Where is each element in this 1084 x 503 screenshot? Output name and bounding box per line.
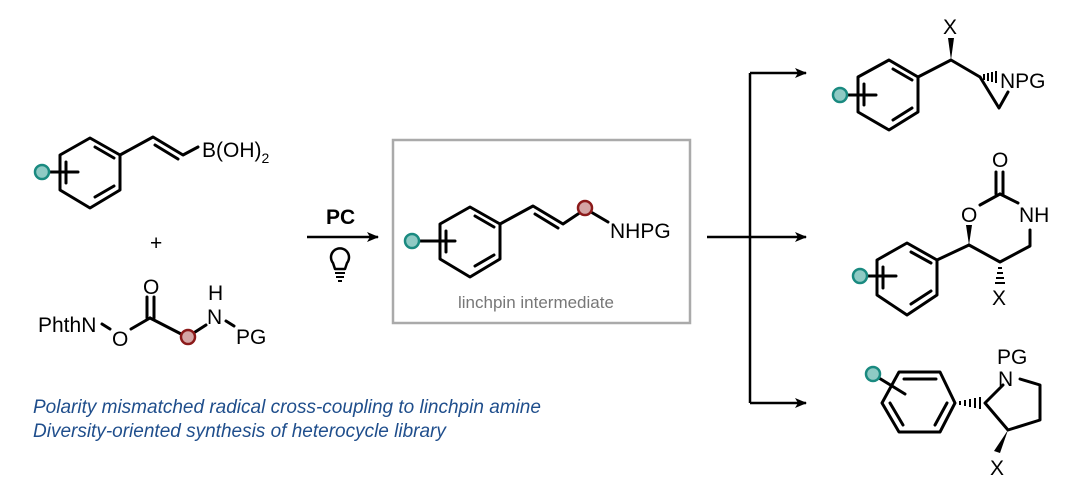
boronic-subscript: 2 xyxy=(262,150,270,166)
linchpin-intermediate: NHPG linchpin intermediate xyxy=(391,138,692,325)
reaction-arrow: PC xyxy=(307,206,379,282)
substituent-dot xyxy=(864,365,882,383)
oxazinanone-product: O O NH X xyxy=(851,149,1049,317)
pyrrolidine-product: N PG X xyxy=(864,346,1042,480)
nh-label: NH xyxy=(1019,204,1049,227)
pg-label: PG xyxy=(236,326,266,349)
radical-site-dot xyxy=(576,199,594,217)
ring-o-label: O xyxy=(961,204,977,227)
x-label: X xyxy=(990,457,1004,480)
plus-sign: + xyxy=(150,232,162,255)
aziridine-product: X NPG xyxy=(831,16,1046,132)
svg-text:B(OH)2: B(OH)2 xyxy=(202,139,270,166)
phthn-label: PhthN xyxy=(38,314,96,337)
substituent-dot xyxy=(403,232,421,250)
pg-label: PG xyxy=(997,346,1027,369)
photocatalyst-label: PC xyxy=(326,206,355,229)
boronic-acid-label: B(OH) xyxy=(202,139,262,162)
nh-n-label: N xyxy=(207,306,222,329)
x-label: X xyxy=(943,16,957,39)
nh-h-label: H xyxy=(208,282,223,305)
caption-line-1: Polarity mismatched radical cross-coupli… xyxy=(33,397,541,418)
radical-site-dot xyxy=(179,328,197,346)
lightbulb-icon xyxy=(329,247,351,282)
substituent-dot xyxy=(851,267,869,285)
npg-label: NPG xyxy=(1000,70,1046,93)
x-label: X xyxy=(992,287,1006,310)
redox-active-ester: PhthN O O H N PG xyxy=(38,276,266,351)
ester-o-label: O xyxy=(112,328,128,351)
carbonyl-o-label: O xyxy=(992,149,1008,172)
substituent-dot xyxy=(831,86,849,104)
n-label: N xyxy=(998,368,1013,391)
caption-line-2: Diversity-oriented synthesis of heterocy… xyxy=(33,421,447,442)
intermediate-caption: linchpin intermediate xyxy=(458,293,614,312)
styrylboronic-acid: B(OH)2 xyxy=(33,135,270,210)
nhpg-label: NHPG xyxy=(610,220,671,243)
branching-arrows xyxy=(707,68,807,408)
substituent-dot xyxy=(33,163,51,181)
carbonyl-o-label: O xyxy=(143,276,159,299)
